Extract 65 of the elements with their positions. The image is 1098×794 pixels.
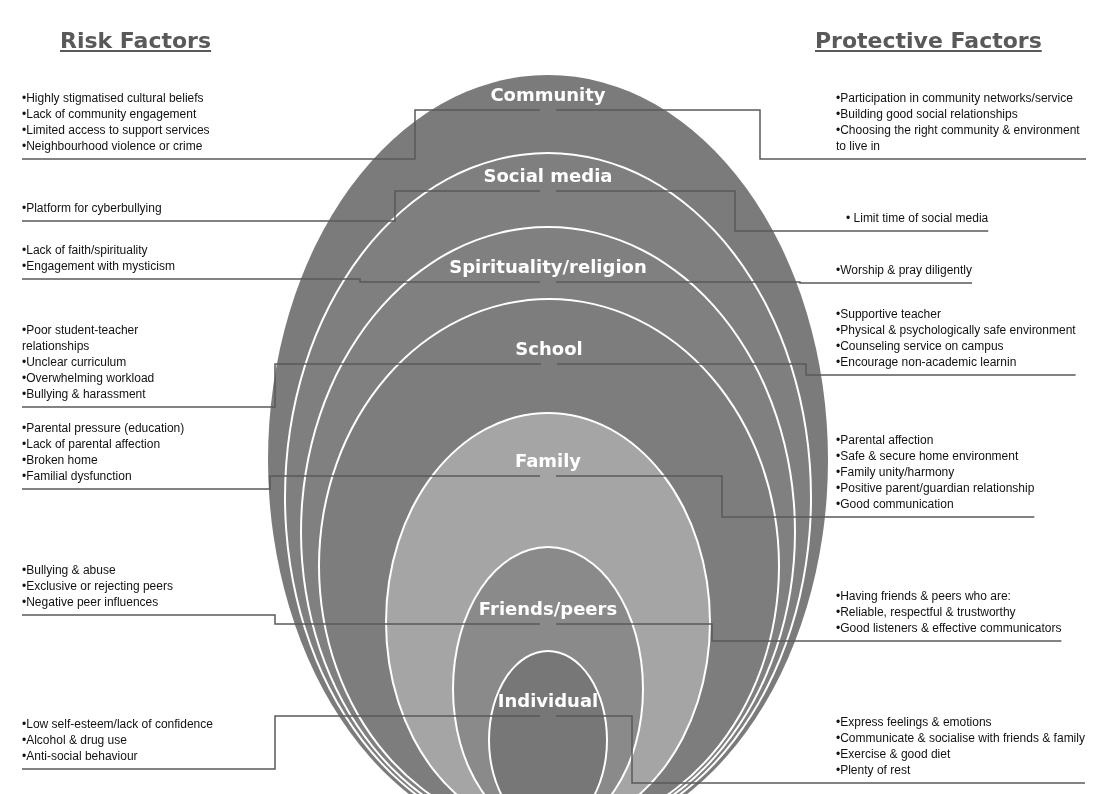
factor-item: •Encourage non-academic learnin (836, 354, 1018, 370)
layer-label: Friends/peers (478, 598, 618, 619)
factor-item: •Good communication (836, 496, 955, 512)
factor-item: •Lack of faith/spirituality (22, 242, 149, 258)
factor-item: •Familial dysfunction (22, 468, 133, 484)
leader-line (555, 623, 1063, 642)
layer-label: School (515, 338, 583, 359)
factor-item: •Exclusive or rejecting peers (22, 578, 173, 594)
factor-item: •Broken home (22, 452, 99, 468)
factor-item: •Alcohol & drug use (22, 732, 128, 748)
factor-item: •Engagement with mysticism (22, 258, 175, 274)
factor-item: •Anti-social behaviour (22, 748, 139, 764)
factor-item: •Worship & pray diligently (836, 262, 973, 278)
factor-item: •Good listeners & effective communicators (836, 620, 1062, 636)
factor-item: •Neighbourhood violence or crime (22, 138, 204, 154)
leader-line (555, 715, 1086, 784)
factor-item: •Unclear curriculum (22, 354, 128, 370)
factor-item: •Communicate & socialise with friends & family (836, 730, 1085, 746)
layer-label: Spirituality/religion (449, 256, 647, 277)
leader-line (555, 475, 1036, 518)
factor-item: • Limit time of social media (846, 210, 989, 226)
factor-item: •Physical & psychologically safe environment (836, 322, 1076, 338)
factor-item: •Supportive teacher (836, 306, 942, 322)
factor-item: •Highly stigmatised cultural beliefs (22, 90, 205, 106)
leader-line (21, 715, 541, 770)
factor-item: •Bullying & harassment (22, 386, 147, 402)
factor-item: •Family unity/harmony (836, 464, 956, 480)
layer-label: Family (514, 450, 582, 471)
leader-line (21, 475, 541, 490)
leader-line (21, 190, 541, 222)
factor-item: •Safe & secure home environment (836, 448, 1020, 464)
factor-item: •Parental pressure (education) (22, 420, 185, 436)
factor-item: •Low self-esteem/lack of confidence (22, 716, 213, 732)
factor-item: •Bullying & abuse (22, 562, 117, 578)
layer-label: Individual (497, 690, 599, 711)
leader-line (556, 363, 1077, 376)
factor-item: •Plenty of rest (836, 762, 912, 778)
leader-line (21, 109, 541, 160)
factor-item: •Overwhelming workload (22, 370, 156, 386)
factor-item: •Lack of community engagement (22, 106, 198, 122)
factor-item: •Limited access to support services (22, 122, 210, 138)
factor-item: •Platform for cyberbullying (22, 200, 162, 216)
factor-item: •Poor student-teacher relationships (22, 322, 140, 354)
column-heading: Protective Factors (815, 28, 1042, 53)
factor-item: •Parental affection (836, 432, 935, 448)
factor-item: •Lack of parental affection (22, 436, 162, 452)
factor-item: •Reliable, respectful & trustworthy (836, 604, 1017, 620)
leader-line (555, 281, 973, 284)
column-heading: Risk Factors (60, 28, 212, 53)
layer-label: Community (490, 84, 606, 105)
leader-line (555, 109, 1087, 160)
factor-item: •Positive parent/guardian relationship (836, 480, 1035, 496)
layer-label: Social media (483, 165, 613, 186)
leader-line (21, 614, 541, 625)
factor-item: •Exercise & good diet (836, 746, 952, 762)
factor-item: •Participation in community networks/service (836, 90, 1074, 106)
leader-line (21, 278, 541, 283)
factor-item: •Negative peer influences (22, 594, 160, 610)
factor-item: •Having friends & peers who are: (836, 588, 1012, 604)
factor-item: •Choosing the right community & environment to live in (836, 122, 1081, 154)
factor-item: •Express feelings & emotions (836, 714, 993, 730)
factor-item: •Building good social relationships (836, 106, 1019, 122)
leader-line (21, 363, 542, 408)
factor-item: •Counseling service on campus (836, 338, 1005, 354)
leader-line (555, 190, 989, 232)
